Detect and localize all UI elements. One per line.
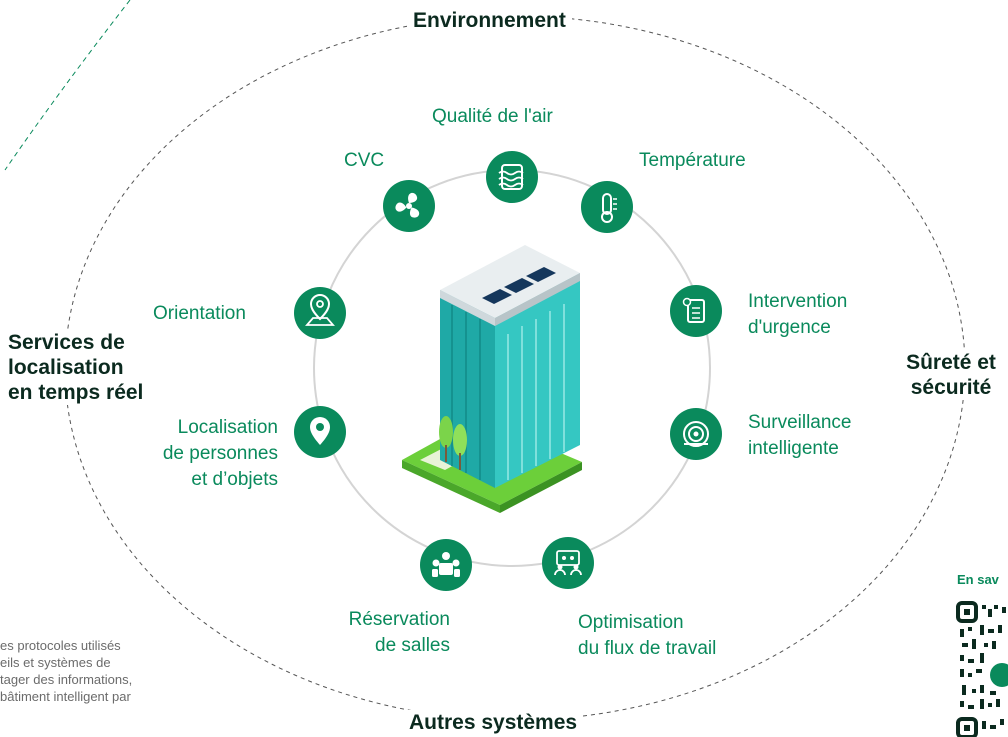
label-smart-surveillance: Surveillance intelligente (748, 412, 852, 459)
label-workflow-optimisation: Optimisation du flux de travail (578, 612, 717, 659)
smart-building-illustration (402, 245, 582, 513)
footnote-text: es protocoles utilisés eils et systèmes … (0, 638, 133, 704)
team-workflow-icon (542, 537, 594, 589)
category-environment: Environnement (407, 8, 572, 33)
label-orientation: Orientation (153, 303, 246, 324)
category-rtls: Services de localisation en temps réel (8, 330, 144, 405)
fan-icon (383, 180, 435, 232)
label-emergency-response: Intervention d'urgence (748, 291, 848, 338)
label-room-booking: Réservation de salles (348, 609, 450, 656)
qr-title: En sav (957, 572, 999, 587)
map-pin-icon (294, 287, 346, 339)
air-quality-icon (486, 151, 538, 203)
category-safety-security: Sûreté et sécurité (886, 350, 1008, 400)
label-temperature: Température (639, 150, 746, 171)
camera-icon (670, 408, 722, 460)
emergency-document-icon (670, 285, 722, 337)
category-other-systems: Autres systèmes (403, 710, 584, 735)
qr-code (956, 601, 1008, 737)
location-marker-icon (294, 406, 346, 458)
label-cvc: CVC (344, 150, 385, 171)
thermometer-icon (581, 181, 633, 233)
label-people-object-location: Localisation de personnes et d’objets (162, 417, 278, 490)
meeting-room-icon (420, 539, 472, 591)
label-air-quality: Qualité de l'air (432, 106, 553, 127)
decorative-dashed-line (4, 0, 131, 171)
